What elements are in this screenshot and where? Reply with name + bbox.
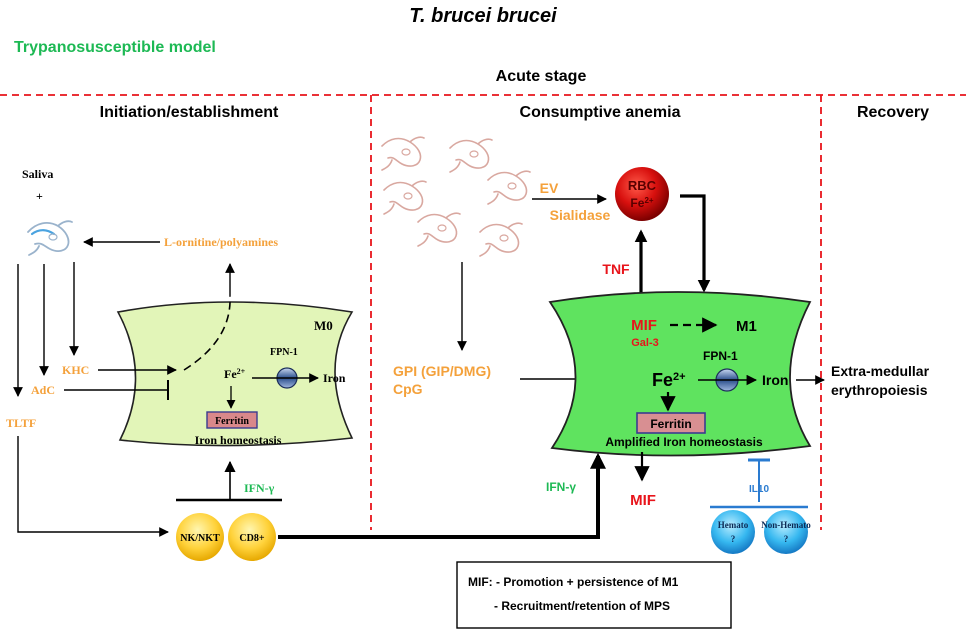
tltf-label: TLTF bbox=[6, 416, 36, 430]
ifn-label-middle: IFN-γ bbox=[546, 480, 576, 494]
gal3-label: Gal-3 bbox=[631, 337, 659, 349]
parasite-icon-5 bbox=[417, 212, 461, 247]
parasite-icon-1 bbox=[381, 136, 425, 171]
il10-label: IL10 bbox=[749, 484, 769, 495]
stage-label: Acute stage bbox=[496, 68, 587, 85]
phase-consumptive: Consumptive anemia bbox=[520, 104, 681, 121]
saliva-label: Saliva bbox=[22, 167, 53, 181]
legend-box bbox=[456, 561, 732, 629]
arginase-pathway-dashed bbox=[183, 295, 231, 371]
tnf-label: TNF bbox=[602, 261, 630, 277]
ifn-label-left: IFN-γ bbox=[244, 481, 275, 495]
hemato-cell bbox=[711, 510, 755, 554]
m1-label: M1 bbox=[736, 318, 757, 335]
plus-sign: + bbox=[36, 189, 43, 203]
sialidase-label: Sialidase bbox=[550, 207, 611, 223]
iron-label-left: Iron bbox=[323, 371, 346, 385]
iron-label-right: Iron bbox=[762, 372, 788, 388]
phase-initiation: Initiation/establishment bbox=[100, 104, 279, 121]
adc-label: AdC bbox=[31, 383, 55, 397]
hemato-question: ? bbox=[731, 534, 736, 544]
diagram-title: T. brucei brucei bbox=[409, 5, 557, 27]
non-hemato-cell bbox=[764, 510, 808, 554]
parasite-icon-4 bbox=[487, 170, 531, 205]
legend-line-2: - Recruitment/retention of MPS bbox=[494, 599, 670, 613]
rbc-fe-label: Fe2+ bbox=[630, 196, 653, 211]
erythropoiesis-line-1: Extra-medullar bbox=[831, 363, 930, 379]
legend-line-1: MIF: - Promotion + persistence of M1 bbox=[468, 575, 679, 589]
hemato-label: Hemato bbox=[718, 520, 749, 530]
nk-nkt-cell bbox=[176, 513, 224, 561]
mif-output-label: MIF bbox=[630, 492, 656, 509]
parasite-icon-3 bbox=[383, 180, 427, 215]
non-hemato-label: Non-Hemato bbox=[761, 520, 811, 530]
cd8-label: CD8+ bbox=[239, 533, 264, 544]
fe-label-left: Fe2+ bbox=[224, 367, 246, 382]
m0-macrophage-cell bbox=[116, 301, 354, 447]
non-hemato-question: ? bbox=[784, 534, 789, 544]
cd8-cell bbox=[228, 513, 276, 561]
tltf-to-nk-arrow bbox=[17, 436, 169, 537]
rbc-cell bbox=[615, 167, 669, 221]
nk-nkt-label: NK/NKT bbox=[180, 533, 220, 544]
iron-homeostasis-label: Iron homeostasis bbox=[195, 433, 282, 447]
ev-label: EV bbox=[540, 180, 559, 196]
ferritin-label-left: Ferritin bbox=[215, 416, 249, 427]
parasite-icon-6 bbox=[479, 222, 523, 257]
m0-label: M0 bbox=[314, 318, 333, 333]
cpg-label: CpG bbox=[393, 381, 423, 397]
amplified-homeostasis-label: Amplified Iron homeostasis bbox=[605, 435, 763, 449]
gpi-label: GPI (GIP/DMG) bbox=[393, 363, 491, 379]
m1-macrophage-cell bbox=[548, 291, 812, 457]
fe-label-right: Fe2+ bbox=[652, 370, 686, 390]
inoculated-parasite-icon bbox=[26, 220, 74, 257]
fpn1-label-left: FPN-1 bbox=[270, 347, 298, 358]
mif-label-cell: MIF bbox=[631, 317, 657, 334]
rbc-to-m1-arrow bbox=[680, 194, 711, 293]
cd8-to-m1-thick-arrow bbox=[278, 452, 606, 539]
l-ornitine-label: L-ornitine/polyamines bbox=[164, 235, 278, 249]
phase-recovery: Recovery bbox=[857, 104, 929, 121]
erythropoiesis-line-2: erythropoiesis bbox=[831, 382, 928, 398]
ferritin-label-right: Ferritin bbox=[650, 417, 691, 431]
parasite-icon-2 bbox=[449, 138, 493, 173]
model-label: Trypanosusceptible model bbox=[14, 39, 216, 56]
rbc-label: RBC bbox=[628, 178, 657, 193]
fpn1-label-right: FPN-1 bbox=[703, 349, 738, 363]
ferritin-box-left bbox=[206, 411, 258, 429]
ferritin-box-right bbox=[636, 412, 706, 434]
khc-label: KHC bbox=[62, 363, 89, 377]
